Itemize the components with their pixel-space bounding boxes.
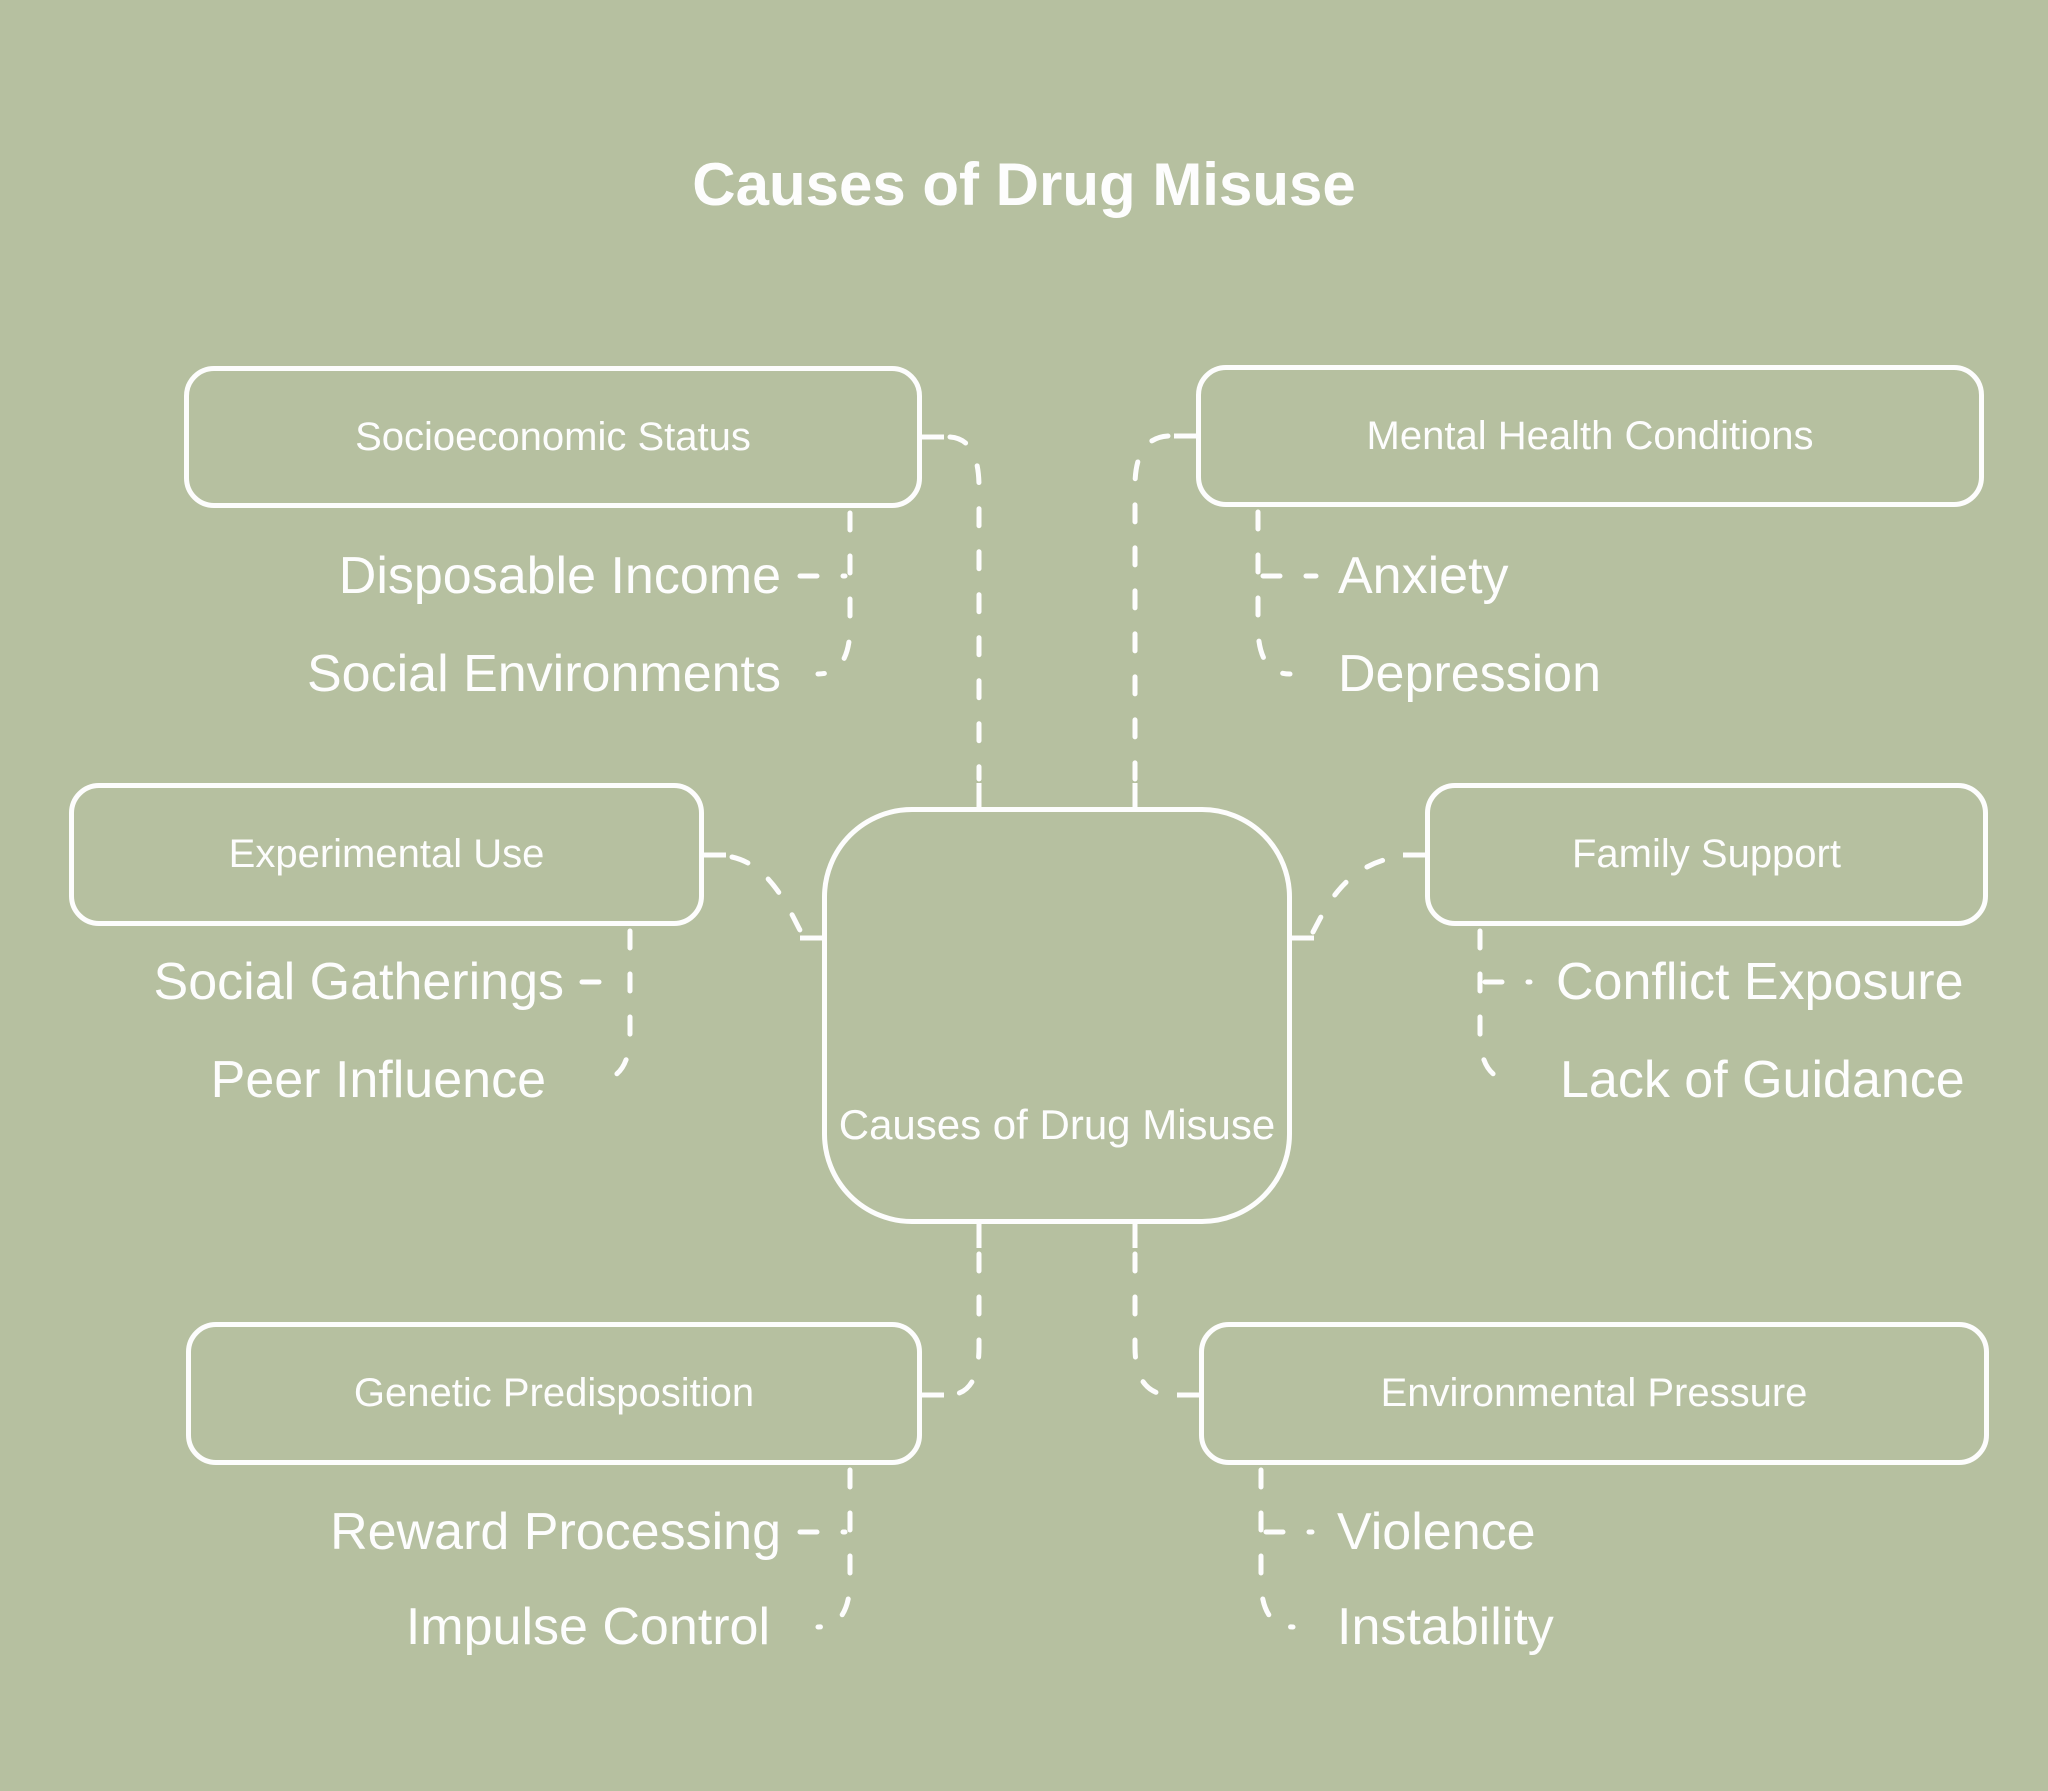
connector-stubs bbox=[704, 433, 1425, 1398]
child-label-disposable-income: Disposable Income bbox=[338, 547, 781, 605]
connector-family-support-children bbox=[1477, 928, 1515, 1083]
child-label-anxiety: Anxiety bbox=[1338, 547, 1509, 605]
child-label-depression: Depression bbox=[1338, 645, 1602, 703]
connector-experimental-children bbox=[595, 928, 633, 1083]
diagram-title: Causes of Drug Misuse bbox=[692, 151, 1356, 218]
branch-label: Mental Health Conditions bbox=[1366, 413, 1814, 458]
branch-node-family-support: Family Support bbox=[1425, 783, 1988, 926]
branch-connectors bbox=[729, 433, 1400, 1398]
child-connectors bbox=[579, 509, 1533, 1630]
center-node-label: Causes of Drug Misuse bbox=[838, 1101, 1276, 1148]
child-label-conflict-exposure: Conflict Exposure bbox=[1556, 953, 1964, 1011]
child-label-instability: Instability bbox=[1337, 1598, 1554, 1656]
branch-node-mental-health-conditions: Mental Health Conditions bbox=[1196, 365, 1984, 507]
connector-experimental-to-center bbox=[729, 854, 804, 935]
connector-family-support-to-center bbox=[1310, 854, 1400, 935]
branch-node-socioeconomic-status: Socioeconomic Status bbox=[184, 366, 922, 508]
connector-mental-health-to-center bbox=[1132, 433, 1171, 782]
child-label-violence: Violence bbox=[1337, 1503, 1536, 1561]
center-node: Causes of Drug Misuse bbox=[822, 807, 1292, 1224]
branch-node-genetic-predisposition: Genetic Predisposition bbox=[186, 1322, 922, 1465]
child-label-lack-of-guidance: Lack of Guidance bbox=[1560, 1051, 1965, 1109]
branch-label: Environmental Pressure bbox=[1380, 1371, 1808, 1415]
connector-socioeconomic-to-center bbox=[947, 434, 982, 782]
child-label-social-gatherings: Social Gatherings bbox=[153, 953, 564, 1011]
connector-environmental-children bbox=[1258, 1467, 1296, 1630]
child-label-reward-processing: Reward Processing bbox=[330, 1503, 781, 1561]
branch-node-experimental-use: Experimental Use bbox=[69, 783, 704, 926]
connector-socioeconomic-children bbox=[815, 510, 853, 677]
child-label-peer-influence: Peer Influence bbox=[210, 1051, 546, 1109]
connector-mental-health-children bbox=[1255, 509, 1293, 677]
branch-label: Family Support bbox=[1572, 832, 1841, 876]
branch-label: Socioeconomic Status bbox=[355, 414, 751, 459]
connector-genetic-children bbox=[815, 1467, 853, 1630]
branch-label: Experimental Use bbox=[228, 832, 545, 876]
child-label-social-environments: Social Environments bbox=[307, 645, 781, 703]
connector-genetic-to-center bbox=[945, 1251, 982, 1398]
connector-environmental-to-center bbox=[1132, 1251, 1174, 1398]
branch-label: Genetic Predisposition bbox=[353, 1371, 755, 1415]
branch-node-environmental-pressure: Environmental Pressure bbox=[1199, 1322, 1989, 1465]
child-label-impulse-control: Impulse Control bbox=[405, 1598, 770, 1656]
